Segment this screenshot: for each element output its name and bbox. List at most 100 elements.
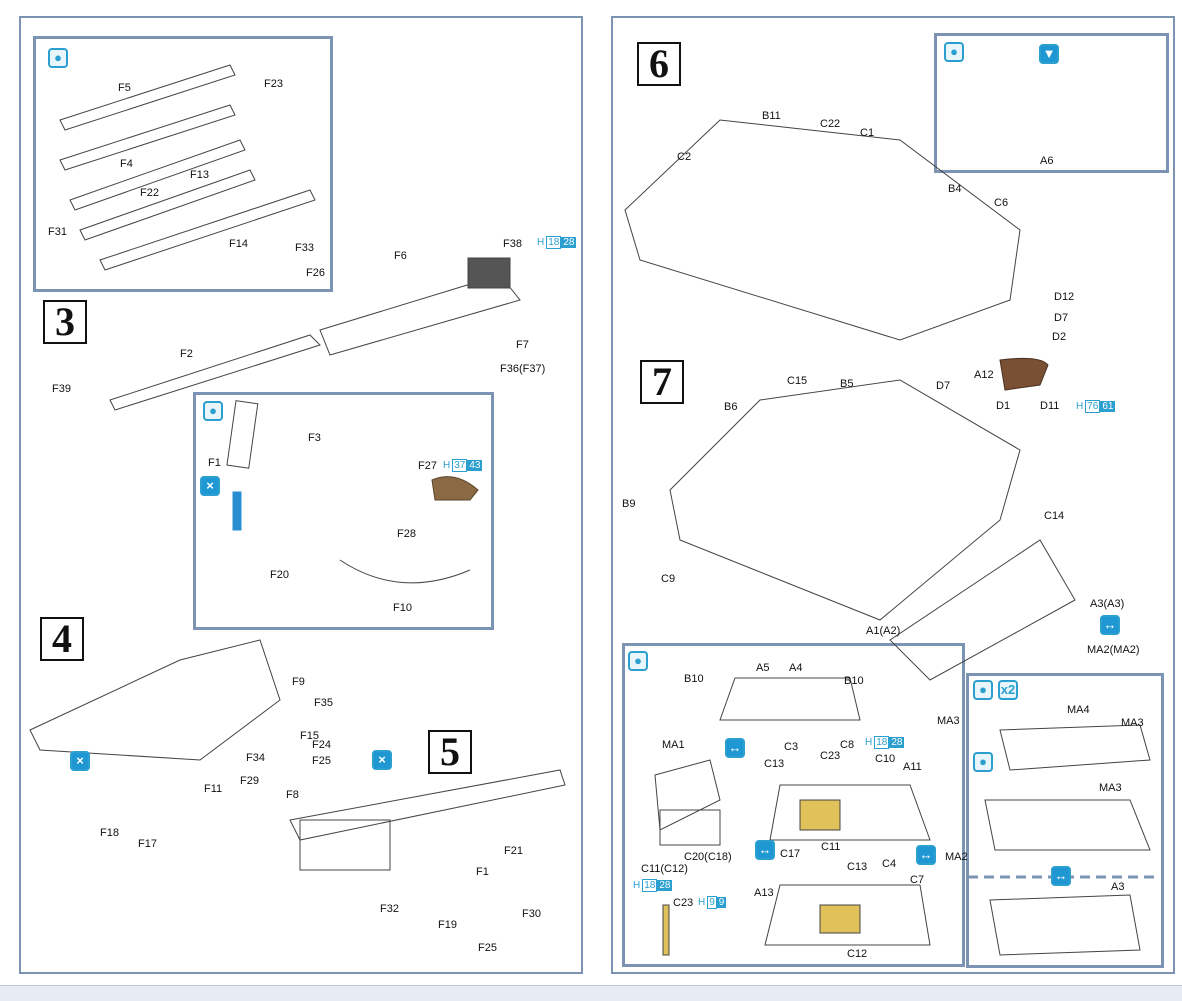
inset-recoil-assembly [193, 392, 494, 630]
part-label: C13 [847, 861, 868, 873]
part-label: F19 [438, 919, 457, 931]
part-label: B5 [840, 378, 854, 390]
part-label: F6 [394, 250, 407, 262]
part-label: D11 [1040, 400, 1060, 412]
part-label: D12 [1054, 291, 1075, 303]
part-label: F20 [270, 569, 289, 581]
gun-mount-drawing [29, 639, 566, 871]
part-label: D7 [936, 380, 951, 392]
part-label: A5 [756, 662, 770, 674]
part-label: C23 [820, 750, 841, 762]
step-number-7: 7 [640, 360, 684, 404]
part-label: F5 [118, 82, 131, 94]
part-label: F28 [397, 528, 416, 540]
part-label: A3 [1111, 881, 1125, 893]
page-footer-strip [0, 985, 1182, 1001]
part-label: F33 [295, 242, 314, 254]
part-label: F29 [240, 775, 259, 787]
part-label: F39 [52, 383, 71, 395]
part-label: C1 [860, 127, 875, 139]
glue-icon: ● [203, 401, 223, 421]
glue-icon: ● [628, 651, 648, 671]
step-number-4: 4 [40, 617, 84, 661]
part-label: C8 [840, 739, 855, 751]
part-label: F18 [100, 827, 119, 839]
part-label: A11 [903, 761, 922, 773]
part-label: F27 [418, 460, 437, 472]
part-label: B10 [684, 673, 704, 685]
part-label: C23 [673, 897, 694, 909]
part-label: D1 [996, 400, 1011, 412]
part-label: C3 [784, 741, 799, 753]
option-choice-icon: ↔ [916, 845, 936, 865]
part-label: B9 [622, 498, 636, 510]
recoil-parts-drawing [226, 400, 479, 584]
drill-hole-icon: ▼ [1039, 44, 1059, 64]
decal-water-icon: ● [973, 752, 993, 772]
part-label: C6 [994, 197, 1009, 209]
part-label: C13 [764, 758, 785, 770]
interior-drawing [654, 677, 931, 956]
part-label: A3(A3) [1090, 598, 1125, 610]
glue-icon: ● [48, 48, 68, 68]
step-number-5: 5 [428, 730, 472, 774]
mesh-drawing [968, 724, 1158, 956]
part-label: F11 [204, 783, 223, 795]
part-label: B10 [844, 675, 864, 687]
part-label: F4 [120, 158, 133, 170]
part-label: C14 [1044, 510, 1065, 522]
part-label: C22 [820, 118, 841, 130]
hull-drawing [624, 119, 1076, 681]
inset-a6-plate [934, 33, 1169, 173]
part-label: F1 [476, 866, 489, 878]
part-label: C2 [677, 151, 692, 163]
part-label: F23 [264, 78, 283, 90]
remove-part-icon: × [70, 751, 90, 771]
part-label: F34 [246, 752, 265, 764]
part-label: C11 [821, 841, 841, 853]
part-label: F14 [229, 238, 248, 250]
option-choice-icon: ↔ [1100, 615, 1120, 635]
part-label: C20(C18) [684, 851, 732, 863]
part-label: F8 [286, 789, 299, 801]
inset-interior [622, 643, 965, 967]
part-label: F7 [516, 339, 529, 351]
part-label: F17 [138, 838, 157, 850]
part-label: F25 [478, 942, 497, 954]
part-label: F15 [300, 730, 319, 742]
part-label: F25 [312, 755, 331, 767]
option-choice-icon: ↔ [1051, 866, 1071, 886]
part-label: F35 [314, 697, 333, 709]
remove-part-icon: × [200, 476, 220, 496]
part-label: F3 [308, 432, 321, 444]
part-label: MA1 [662, 739, 685, 751]
part-label: MA3 [1099, 782, 1122, 794]
step-number-6: 6 [637, 42, 681, 86]
part-label: F30 [522, 908, 541, 920]
glue-icon: ● [944, 42, 964, 62]
part-label: A12 [974, 369, 994, 381]
part-label: C4 [882, 858, 897, 870]
part-label: F2 [180, 348, 193, 360]
part-label: F24 [312, 739, 331, 751]
remove-part-icon: × [372, 750, 392, 770]
repeat-x2-icon: x2 [998, 680, 1018, 700]
part-label: B4 [948, 183, 962, 195]
part-label: C10 [875, 753, 896, 765]
part-label: C9 [661, 573, 676, 585]
inset-mesh-screens [966, 673, 1164, 968]
part-label: F9 [292, 676, 305, 688]
part-label: F38 [503, 238, 522, 250]
part-label: A6 [1040, 155, 1054, 167]
part-label: C17 [780, 848, 801, 860]
part-label: MA2 [945, 851, 968, 863]
step-number-3: 3 [43, 300, 87, 344]
part-label: F36(F37) [500, 363, 546, 375]
part-label: D7 [1054, 312, 1069, 324]
